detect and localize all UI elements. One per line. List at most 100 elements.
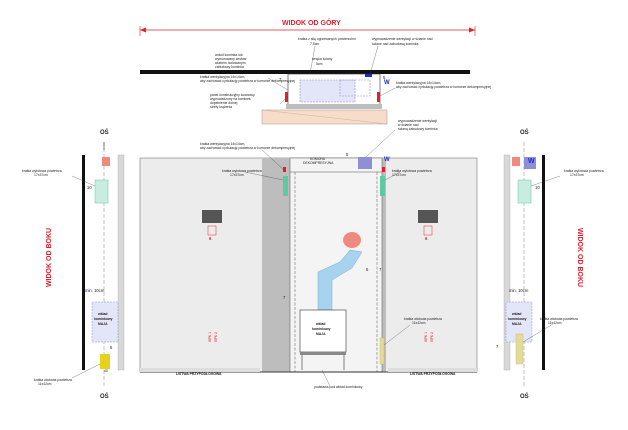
front-stove-label-2: kominkowy	[312, 327, 331, 331]
front-base-note: podstawa pod wkład kominkowy	[314, 385, 363, 389]
right-stove-label-3: MAJA	[512, 322, 522, 326]
right-min-gap: min. 10cm	[509, 288, 529, 293]
top-enclosure-back	[286, 104, 382, 109]
stove-base	[300, 352, 346, 355]
front-note-top-left: kratka wentylacyjna 14x14cm,	[200, 142, 246, 146]
front-leader-left	[261, 149, 285, 171]
left-socket-number: 6	[209, 236, 212, 241]
front-dim-7b: 7	[283, 295, 286, 300]
top-note-grill-rest: kratka z siłą ogrzewanych powierzchni	[298, 37, 356, 41]
front-leader-intake	[383, 324, 411, 346]
skirting-left-label: LISTWA PRZYPODŁOGOWA	[176, 372, 222, 376]
side-view-title-left: WIDOK OD BOKU	[46, 227, 54, 288]
left-stove-label-3: MAJA	[98, 322, 108, 326]
front-w-label: W	[384, 157, 390, 163]
front-intake-grill	[379, 337, 385, 365]
left-dim-10: 10	[87, 185, 92, 190]
right-wall-panel	[503, 154, 511, 371]
left-axis-label-top: OŚ	[100, 130, 109, 136]
right-spec-a: BPK 1	[424, 331, 429, 342]
right-w-label: W	[528, 158, 535, 165]
front-right-outlet-size: 17x37cm	[392, 173, 406, 177]
front-note-top-right-2: w ścianie nad	[398, 123, 419, 127]
leader-5	[279, 95, 289, 105]
left-wall-panel	[117, 154, 125, 371]
right-side-view	[503, 142, 561, 386]
front-note-top-right: wyprowadzenie wentylacji	[398, 119, 438, 123]
chamber-label: KOMORA	[310, 157, 326, 161]
left-intake-size: 11x42cm	[38, 382, 52, 386]
top-note-panel: panel konstrukcyjny ścianowy	[210, 93, 255, 97]
skirting-left	[140, 368, 260, 372]
left-spec-a: BPK 1	[208, 331, 213, 342]
right-leader-intake	[522, 323, 554, 343]
right-w-box	[524, 157, 536, 169]
left-outlet-grill	[94, 179, 109, 204]
top-note-enclosure-2: wymurowany zestaw	[215, 57, 247, 61]
top-note-panel-2: wyprowadzony na kominek	[210, 97, 251, 101]
left-spec-b: BPK 2	[214, 331, 219, 342]
right-outlet-size: 17x37cm	[570, 173, 584, 177]
top-note-panel-4: strefy krążenia	[210, 105, 233, 109]
leader-1	[309, 45, 316, 75]
front-view	[139, 129, 478, 387]
top-note-heat-grill: kratka wentylacyjna 14x14cm,	[200, 75, 246, 79]
top-note-panel-3: dopełnienie dolnej	[210, 101, 238, 105]
skirting-right-label: LISTWA PRZYPODŁOGOWA	[410, 372, 456, 376]
top-chimney-plan	[339, 79, 371, 97]
front-stove	[299, 309, 347, 353]
left-stove-side	[91, 301, 119, 343]
front-dim-7: 7	[379, 267, 382, 272]
front-note-top-left-2: aby zachować cyrkulację powietrza w komo…	[200, 146, 295, 150]
front-w-box	[358, 157, 372, 169]
skirting-right	[388, 368, 477, 372]
left-stove-label: wkład	[98, 312, 108, 316]
front-leader-outlet-right	[384, 171, 401, 181]
front-leader-outlet-left	[244, 171, 284, 181]
top-note-vent-chimney: wyprowadzenie wentylacji w ścianie nad	[372, 37, 433, 41]
front-leader-right	[365, 129, 396, 158]
front-intake-size: 11x42cm	[412, 321, 426, 325]
dimension-arrow-left	[140, 27, 146, 33]
front-left-outlet-label: kratka wylotowa powietrza	[222, 169, 262, 173]
top-note-enclosure: wokół kominka lub	[215, 53, 243, 57]
left-dim-40: 40	[104, 369, 108, 373]
top-blue-bar	[365, 74, 372, 77]
flue-duct	[317, 249, 363, 311]
left-outlet-label: kratka wylotowa powietrza	[22, 169, 62, 173]
top-w-label: W	[384, 80, 390, 86]
right-red-marker	[512, 157, 520, 166]
flue-elbow	[343, 232, 361, 248]
side-view-title-right: WIDOK OD BOKU	[576, 227, 584, 288]
leader-4	[379, 87, 396, 97]
top-note-right-grill-2: aby zachować cyrkulację powietrza w komo…	[396, 85, 491, 89]
right-socket	[423, 225, 433, 236]
top-dim-right: 5	[383, 75, 386, 80]
top-note-enclosure-4: zabudowy kominka	[215, 65, 244, 69]
top-note-wall-2: 5cm	[316, 62, 323, 66]
left-axis-label-bottom: OŚ	[100, 394, 109, 400]
top-note-wall: wnęka ściany	[312, 57, 333, 61]
top-view-title: WIDOK OD GÓRY	[282, 20, 341, 27]
top-note-grill-rest-2: 7,5cm	[310, 42, 320, 46]
right-intake-label: kratka wlotowa powietrza	[540, 317, 578, 321]
chamber-label-2: DEKOMPRESYJNA	[303, 161, 334, 165]
front-panel-right	[382, 158, 386, 372]
front-outlet-grill-left	[283, 176, 288, 196]
front-note-top-right-3: ścianą zabudowy kominka	[398, 127, 438, 131]
left-intake-label: kratka wlotowa powietrza	[34, 378, 72, 382]
left-intake-grill	[100, 354, 110, 369]
front-right-outlet-label: kratka wylotowa powietrza	[392, 169, 432, 173]
right-socket-number: 6	[425, 236, 428, 241]
left-leader-intake	[71, 363, 101, 379]
top-note-right-grill: kratka wentylacyjna 14x14cm,	[396, 81, 442, 85]
front-intake-label: kratka wlotowa powietrza	[404, 317, 442, 321]
right-outlet-grill	[517, 179, 532, 204]
right-axis-label-top: OŚ	[520, 130, 529, 136]
top-wall	[140, 70, 470, 74]
left-wall-thick	[82, 155, 85, 370]
right-appliance-box	[418, 210, 438, 223]
left-leader-outlet	[71, 175, 96, 187]
front-stove-label: wkład	[316, 322, 326, 326]
plinth-hatch	[261, 109, 388, 125]
